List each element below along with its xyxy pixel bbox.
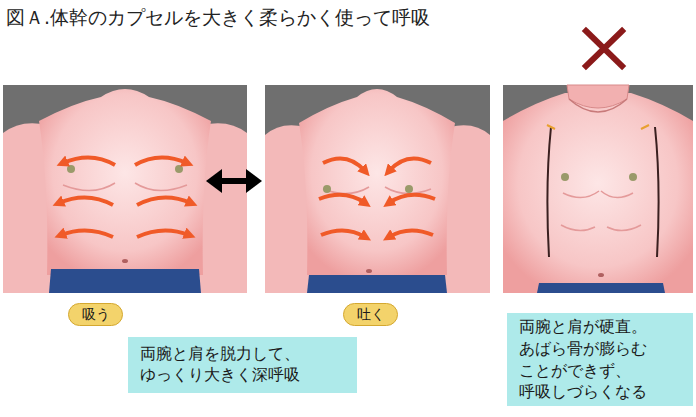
shoulder-mark bbox=[547, 125, 649, 129]
yellow-pill: 吐く bbox=[343, 303, 398, 326]
inhale-torso bbox=[3, 85, 247, 293]
panel-ground bbox=[503, 85, 693, 293]
figure-title: 図Ａ.体幹のカプセルを大きく柔らかく使って呼吸 bbox=[6, 5, 430, 31]
breath-arrows bbox=[319, 159, 435, 238]
node-text: 吐く bbox=[357, 306, 385, 323]
nipple bbox=[175, 165, 183, 173]
jeans bbox=[49, 269, 201, 293]
tense-line bbox=[547, 127, 551, 257]
panel-ground bbox=[3, 85, 247, 293]
panel-ground bbox=[265, 85, 490, 293]
navel bbox=[598, 273, 604, 277]
note-box: 両腕と肩を脱力して、 ゆっくり大きく深呼吸 bbox=[128, 337, 357, 393]
neck-line bbox=[569, 99, 627, 112]
nipple bbox=[67, 165, 75, 173]
tense-torso bbox=[503, 85, 693, 293]
note-box: 両腕と肩が硬直。 あばら骨が膨らむ ことができず、 呼吸しづらくなる bbox=[507, 313, 693, 406]
torso bbox=[299, 89, 455, 275]
node-text: 吸う bbox=[82, 306, 110, 323]
torso bbox=[39, 89, 211, 275]
nipple bbox=[405, 185, 413, 193]
node-text: 両腕と肩が硬直。 あばら骨が膨らむ ことができず、 呼吸しづらくなる bbox=[519, 316, 649, 402]
nipple bbox=[629, 173, 637, 181]
nipple bbox=[323, 185, 331, 193]
jeans bbox=[537, 283, 665, 293]
pec-line bbox=[63, 183, 115, 191]
wrong-mark bbox=[586, 31, 622, 66]
yellow-pill: 吸う bbox=[68, 303, 123, 326]
nipple bbox=[561, 173, 569, 181]
pec-line bbox=[563, 191, 633, 198]
tense-line bbox=[655, 127, 659, 257]
exhale-torso bbox=[265, 85, 490, 293]
jeans bbox=[307, 275, 447, 293]
pec-line bbox=[135, 183, 187, 191]
double-arrow bbox=[206, 169, 262, 193]
breath-arrows bbox=[59, 157, 191, 237]
rib-line bbox=[561, 225, 641, 231]
navel bbox=[122, 259, 128, 263]
node-text: 両腕と肩を脱力して、 ゆっくり大きく深呼吸 bbox=[140, 344, 302, 386]
torso bbox=[503, 93, 693, 293]
navel bbox=[366, 269, 372, 273]
